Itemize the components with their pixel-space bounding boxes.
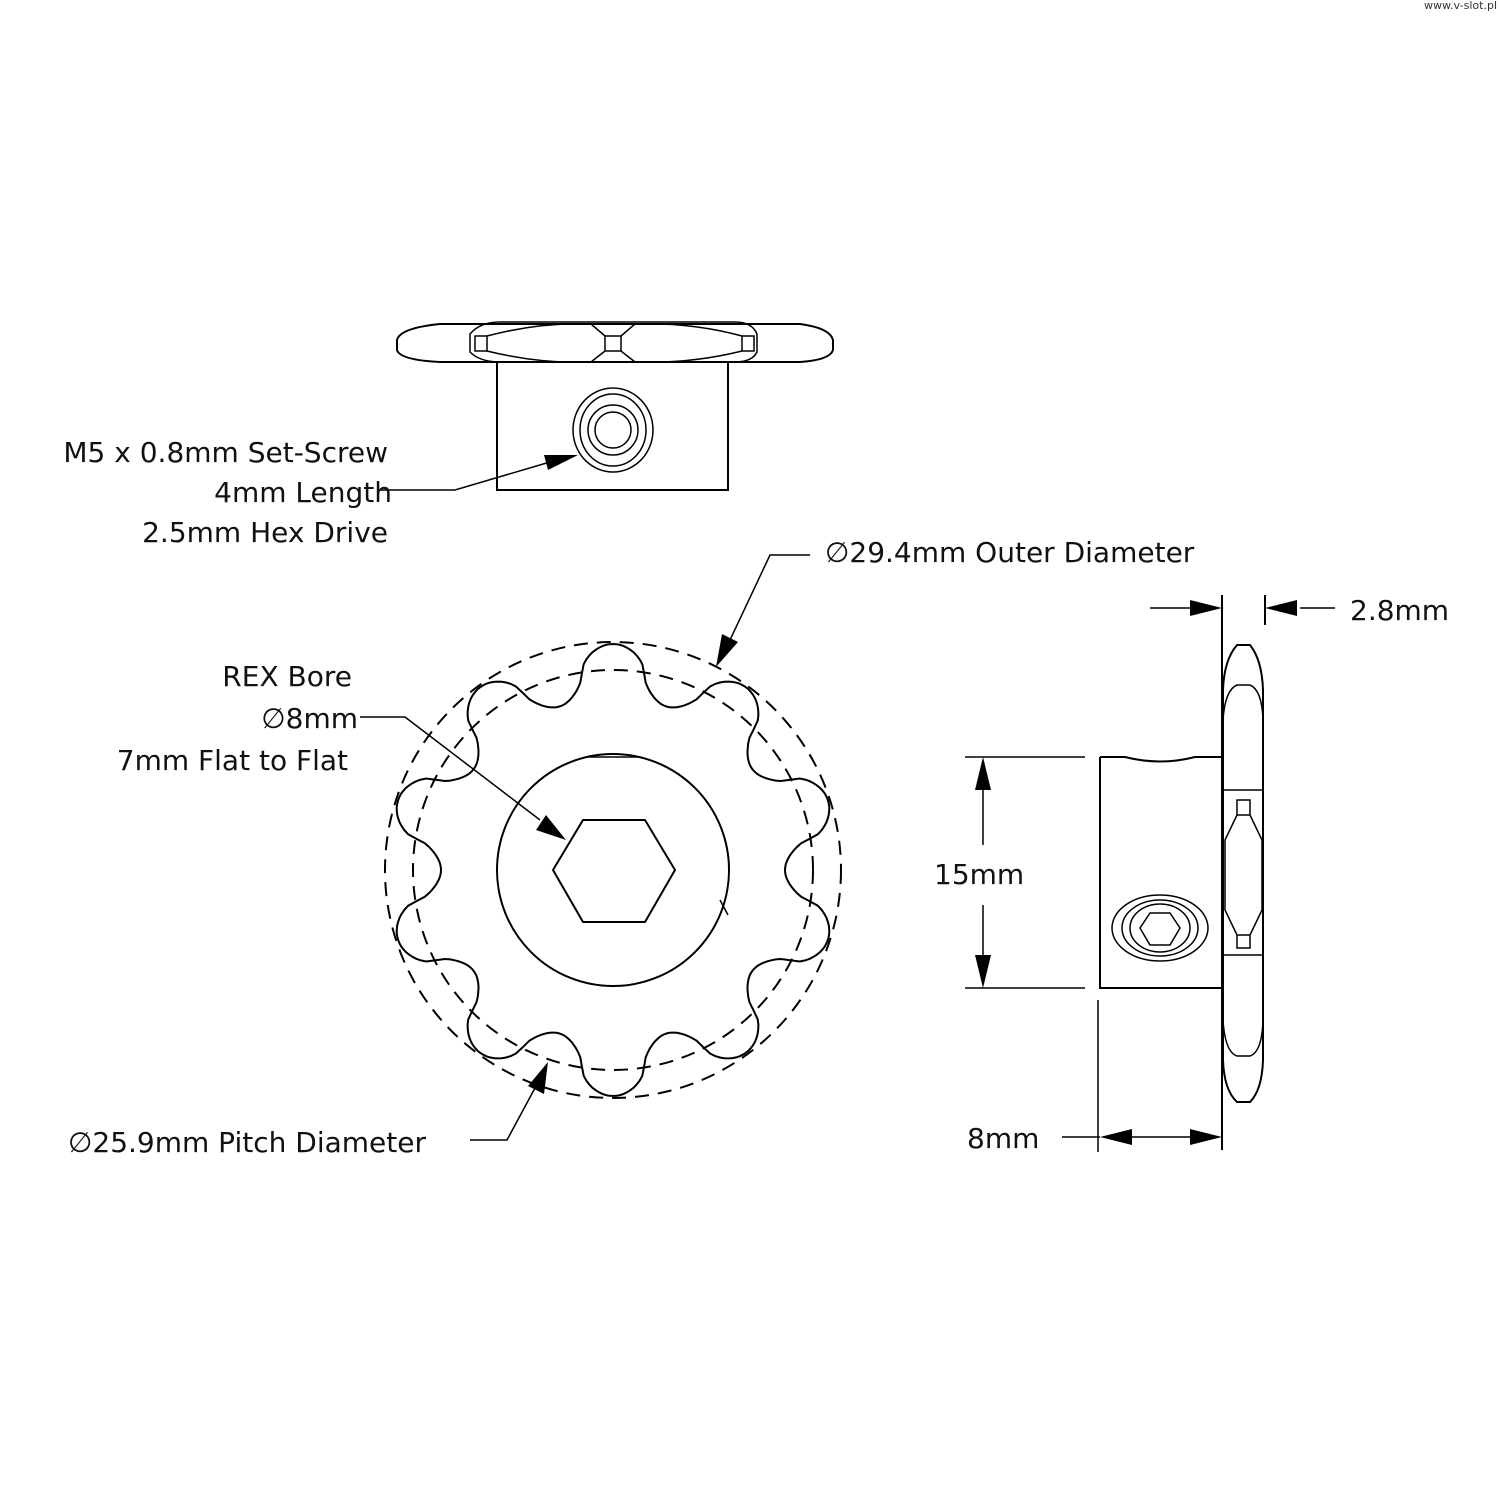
set-screw [1129,903,1191,953]
outer-diameter-circle [384,641,842,1099]
tooth-flat [474,335,488,352]
hex-bore [551,819,677,923]
dimension-line [965,756,1085,989]
hub [496,753,730,987]
side-view: 2.8mm 15mm 8mm [934,594,1449,1155]
arrowhead [1265,600,1297,616]
leader-line [380,461,551,491]
set-screw-label: M5 x 0.8mm Set-Screw [63,436,388,469]
watermark: www.v-slot.pl [1424,0,1497,12]
bore-diameter-label: ∅8mm [261,702,358,735]
plate-thickness-dimension: 2.8mm [1350,594,1449,627]
arrowhead [1100,1129,1132,1145]
extension-lines [1221,595,1266,1150]
arrowhead [975,955,991,988]
tooth-profile [469,321,758,363]
bore-flat-label: 7mm Flat to Flat [117,744,348,777]
arrowhead [528,1062,548,1094]
front-view: REX Bore ∅8mm 7mm Flat to Flat ∅29.4mm O… [68,536,1195,1159]
set-screw-hex-drive-icon [1139,912,1181,946]
set-screw-length: 4mm Length [214,476,392,509]
tooth-flat [604,335,622,352]
sprocket-plate-edge [396,323,834,363]
sprocket-teeth [395,642,831,1098]
set-screw-hole-edge [585,756,729,916]
arrowhead [716,634,738,667]
set-screw-hex-drive-icon [594,411,632,449]
pitch-diameter-circle [412,669,814,1071]
leader-line [470,1087,536,1141]
plate-profile [1222,644,1264,1103]
set-screw-drive: 2.5mm Hex Drive [142,516,388,549]
set-screw-thread [579,393,647,467]
leader-line [360,716,541,821]
tooth-profile [1222,684,1264,1057]
dimension-line [1062,1000,1190,1152]
hub-side [496,361,729,491]
arrowhead [1190,1129,1222,1145]
arrowhead [1190,600,1222,616]
hub-diameter-dimension: 15mm [934,858,1024,891]
arrowhead [544,455,578,470]
arrowhead [975,757,991,790]
pitch-diameter-label: ∅25.9mm Pitch Diameter [68,1126,426,1159]
set-screw-hole [1111,894,1209,962]
bore-type-label: REX Bore [222,660,352,693]
hub-length-dimension: 8mm [967,1122,1039,1155]
set-screw-hole [572,387,654,473]
hub-side [1099,756,1222,989]
top-view: M5 x 0.8mm Set-Screw 4mm Length 2.5mm He… [63,321,834,549]
tooth-flat [741,335,755,352]
leader-line [729,554,810,641]
set-screw-thread [1121,899,1199,957]
outer-diameter-label: ∅29.4mm Outer Diameter [825,536,1195,569]
set-screw [587,404,639,456]
tooth-edges [486,323,743,363]
arrowhead [536,815,566,840]
